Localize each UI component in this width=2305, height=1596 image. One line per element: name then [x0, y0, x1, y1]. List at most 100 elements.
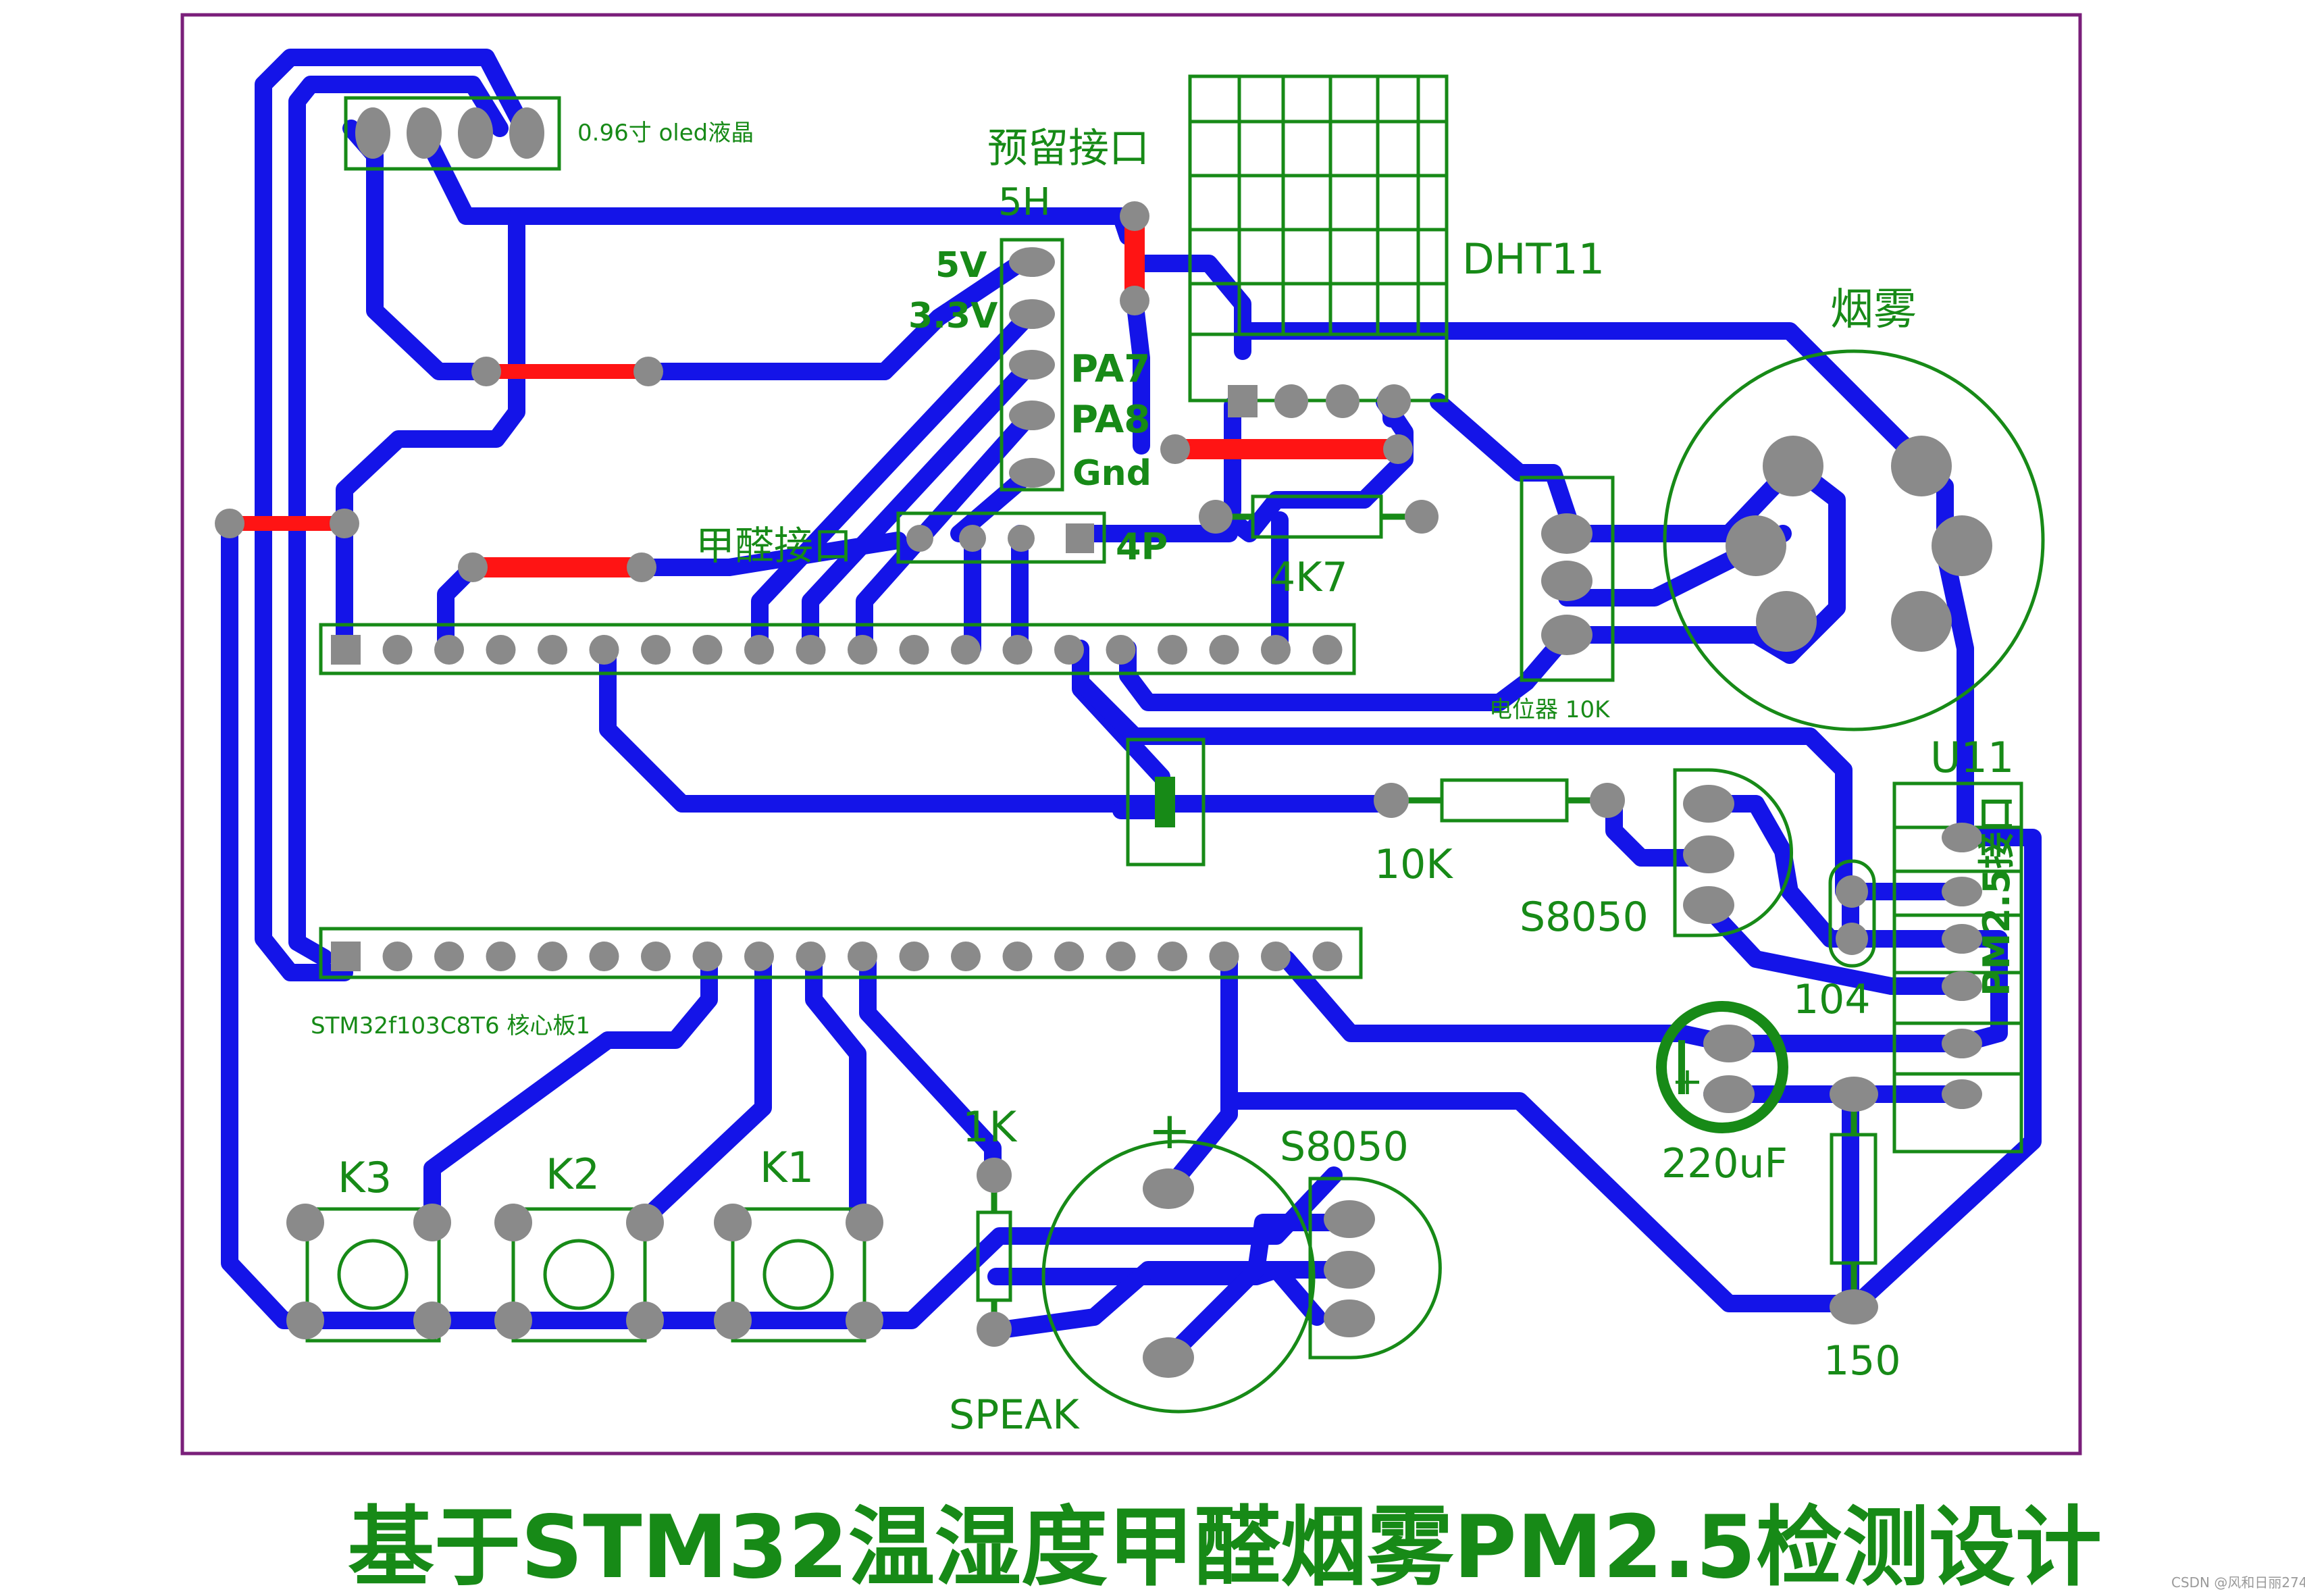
- key-3-label: K3: [338, 1153, 392, 1202]
- pads: [215, 107, 1992, 1378]
- pad: [1009, 299, 1055, 329]
- pad: [1932, 515, 1992, 576]
- pad: [494, 1204, 532, 1241]
- pad: [1756, 591, 1817, 652]
- core-pin-pad: [331, 942, 361, 971]
- via: [330, 509, 359, 538]
- trace: [640, 950, 772, 1225]
- pad: [1009, 401, 1055, 430]
- core-pin-pad: [692, 635, 723, 665]
- trace: [1160, 950, 1238, 1198]
- pin-gnd-label: Gnd: [1072, 453, 1151, 494]
- watermark: CSDN @风和日丽274: [2171, 1574, 2305, 1591]
- pad: [286, 1204, 324, 1241]
- smoke-label: 烟雾: [1830, 285, 1917, 335]
- pin-pa7-label: PA7: [1070, 347, 1150, 391]
- cap-104-outline: [1828, 859, 1876, 968]
- pin-pa8-label: PA8: [1070, 398, 1150, 442]
- board-outline: [180, 13, 2082, 1456]
- pad: [413, 1302, 451, 1339]
- component-outlines: [305, 74, 2045, 1414]
- core-pin-pad: [331, 635, 361, 665]
- key-2-label: K2: [546, 1150, 600, 1199]
- res-4k7-label: 4K7: [1270, 554, 1348, 601]
- pad: [286, 1302, 324, 1339]
- pm25-connector-outline: [1892, 781, 2023, 1154]
- key-2-outline: [511, 1207, 647, 1343]
- pad: [1405, 500, 1439, 534]
- header-5h-label: 5H: [998, 180, 1051, 224]
- core-pin-pad: [951, 942, 981, 971]
- core-pin-pad: [1261, 942, 1291, 971]
- trace: [805, 950, 866, 1231]
- pad: [1590, 783, 1625, 818]
- trace: [987, 1261, 1326, 1339]
- core-pin-pad: [692, 942, 723, 971]
- pad: [1683, 886, 1734, 924]
- key-3-outline: [305, 1207, 441, 1343]
- core-pin-pad: [848, 635, 877, 665]
- pad: [1942, 924, 1982, 954]
- core-pin-pad: [486, 942, 516, 971]
- formaldehyde-header-outline: [896, 511, 1106, 564]
- core-board-top-pins: [331, 635, 1343, 665]
- pad: [906, 525, 933, 552]
- pin-5v-label: 5V: [935, 245, 987, 286]
- trace: [640, 255, 1029, 380]
- pad: [977, 1158, 1012, 1193]
- pad: [1143, 1168, 1194, 1209]
- via: [1383, 434, 1413, 464]
- pad: [1683, 785, 1734, 823]
- trace: [288, 76, 509, 967]
- trace: [633, 532, 907, 576]
- pm25-port-label: PM2.5接口: [1975, 796, 2018, 996]
- trace: [1278, 950, 1971, 1052]
- pad: [1830, 1077, 1878, 1112]
- core-pin-pad: [1106, 635, 1136, 665]
- reserved-port-label: 预留接口: [987, 125, 1149, 172]
- pad: [1541, 561, 1592, 601]
- core-pin-pad: [1002, 635, 1033, 665]
- pad: [714, 1204, 752, 1241]
- core-pin-pad: [538, 942, 567, 971]
- core-pin-pad: [641, 942, 671, 971]
- smoke-sensor-outline: [1663, 349, 2045, 731]
- core-pin-pad: [1158, 635, 1187, 665]
- pad: [1324, 1251, 1375, 1289]
- core-pin-pad: [848, 942, 877, 971]
- oled-label: 0.96寸 oled液晶: [577, 120, 754, 147]
- pad: [509, 107, 544, 159]
- pad: [1274, 384, 1308, 418]
- core-board-top-row: [319, 623, 1356, 675]
- core-pin-pad: [899, 942, 929, 971]
- pin-4p-label: 4P: [1116, 525, 1168, 568]
- pad: [1830, 1289, 1878, 1324]
- core-pin-pad: [796, 942, 826, 971]
- pad: [1009, 247, 1055, 277]
- transistor-2-outline: [1308, 1177, 1442, 1360]
- pad: [1009, 350, 1055, 380]
- via: [1120, 201, 1149, 231]
- via: [1120, 286, 1149, 315]
- core-pin-pad: [1054, 942, 1084, 971]
- pad: [1836, 923, 1868, 955]
- transistor-1-label: S8050: [1520, 894, 1649, 941]
- pad: [959, 525, 986, 552]
- trace: [255, 49, 532, 981]
- pad: [1703, 1075, 1755, 1113]
- trace: [1160, 1214, 1343, 1366]
- speaker-label: SPEAK: [949, 1391, 1080, 1439]
- pad: [1942, 1079, 1982, 1109]
- core-pin-pad: [796, 635, 826, 665]
- page-title: 基于STM32温湿度甲醛烟雾PM2.5检测设计: [348, 1497, 2102, 1596]
- core-board-label: STM32f103C8T6 核心板1: [311, 1012, 590, 1039]
- pad: [355, 107, 390, 159]
- cap-104-label: 104: [1793, 976, 1871, 1023]
- via: [1160, 434, 1190, 464]
- pad: [1836, 875, 1868, 908]
- pad: [1942, 1029, 1982, 1058]
- trace: [423, 950, 718, 1231]
- core-pin-pad: [538, 635, 567, 665]
- pad: [1066, 523, 1094, 553]
